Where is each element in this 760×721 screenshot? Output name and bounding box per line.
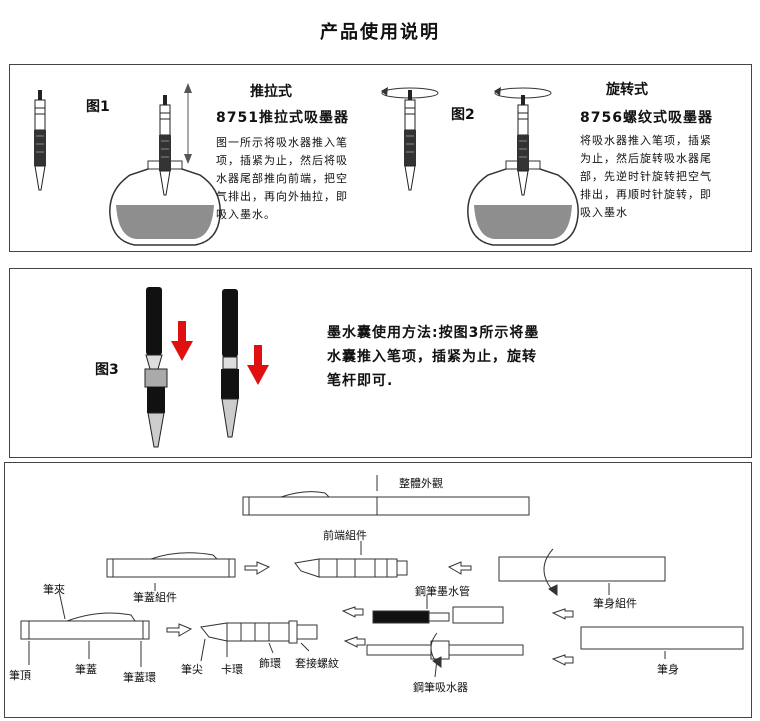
cartridge-instructions-panel: 图3 墨水囊使用方法:按图3所示将墨水囊推入笔项，插紧为止，旋转笔杆即可. [9,268,752,458]
label-clip-ring: 卡環 [221,663,243,676]
push-pull-subtitle: 8751推拉式吸墨器 [216,110,349,126]
page-title: 产品使用说明 [320,22,440,43]
converter-pen-1 [33,89,47,191]
cartridge-pen-2 [221,289,239,438]
ink-bottle-1 [109,94,221,246]
label-cap: 筆蓋 [75,663,97,676]
fig3-label: 图3 [95,362,119,378]
label-barrel: 筆身 [657,663,679,676]
label-cartridge: 鋼筆墨水管 [415,585,470,598]
label-front-assembly: 前端組件 [323,529,367,542]
label-barrel-assembly: 筆身組件 [593,597,637,610]
front-assembly-drawing [294,558,408,578]
push-pull-heading: 推拉式 [250,84,292,100]
cartridge-description: 墨水囊使用方法:按图3所示将墨水囊推入笔项，插紧为止，旋转笔杆即可. [327,325,540,389]
cartridge-illustrations [144,287,269,448]
cap-parts-drawing [20,612,150,640]
barrel-drawing [580,626,744,650]
whole-pen [242,491,530,516]
parts-diagram [20,475,744,678]
label-nib: 筆尖 [181,663,203,676]
twist-heading: 旋转式 [606,82,648,98]
converter-instructions-panel: 图1 图2 推拉式 8751推拉式吸墨器 图一所示将吸水器推入笔项，插紧为止，然… [9,64,752,252]
label-decorative-ring: 飾環 [259,657,281,670]
label-cap-assembly: 筆蓋組件 [133,591,177,604]
cartridge-drawing [372,606,504,624]
converter-pen-2 [403,89,417,191]
converter-illustrations [33,83,579,246]
twist-subtitle: 8756螺纹式吸墨器 [580,110,713,126]
barrel-assembly-drawing [498,556,666,582]
flow-arrows [166,561,574,666]
label-whole-view: 整體外觀 [399,477,443,490]
cap-assembly-drawing [106,552,236,578]
push-pull-description: 图一所示将吸水器推入笔项，插紧为止，然后将吸水器尾部推向前端，把空气排出，再向外… [216,136,348,221]
fig1-label: 图1 [86,99,110,115]
front-parts-drawing [200,620,318,644]
label-cap-ring: 筆蓋環 [123,671,156,684]
label-converter: 鋼筆吸水器 [413,681,468,694]
label-cap-top: 筆頂 [9,669,31,682]
ink-bottle-2 [467,87,579,246]
push-pull-arrow [184,83,192,164]
label-clip: 筆夾 [43,583,65,596]
twist-description: 将吸水器推入笔项，插紧为止，然后旋转吸水器尾部，先逆时针旋转把空气排出，再顺时针… [580,134,712,219]
down-arrow-1 [171,321,193,361]
label-thread: 套接螺紋 [295,657,339,670]
leader-lines [28,475,666,678]
fig2-label: 图2 [451,107,475,123]
cartridge-pen-1 [144,287,168,448]
down-arrow-2 [247,345,269,385]
parts-diagram-panel: 整體外觀 前端組件 筆蓋組件 鋼筆墨水管 筆身組件 筆夾 筆頂 筆蓋 筆蓋環 筆… [4,462,752,718]
converter-drawing [366,640,524,660]
